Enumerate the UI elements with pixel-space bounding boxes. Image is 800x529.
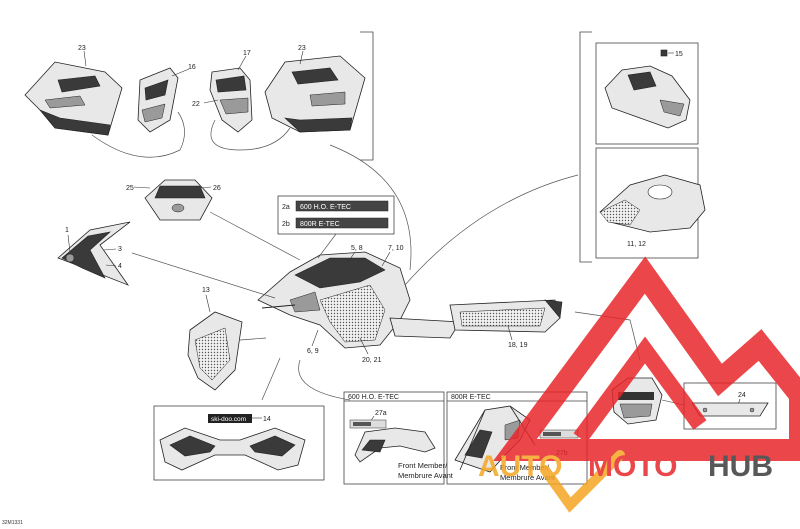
callout-1: 1 [65,227,69,234]
watermark-moto: MOTO [588,450,677,483]
callout-2b: 2b [282,221,290,228]
callout-14: 14 [263,416,271,423]
fastener-icon [660,49,668,57]
side-panel-left[interactable] [24,61,123,136]
watermark-logo: AUTO MOTO HUB [478,256,800,513]
rear-decal-box: 24 [683,382,777,430]
decal-group-side-panels: 23 16 17 23 22 [24,31,374,161]
decal-2a[interactable] [295,200,389,212]
decal-tunnel[interactable] [449,299,563,333]
diagram-id: 32M1331 [2,520,23,526]
decal-2a-text: 600 H.O. E-TEC [300,204,351,211]
callout-23a: 23 [78,45,86,52]
side-panel-front-left[interactable] [137,67,179,133]
callout-26: 26 [213,185,221,192]
console-lower[interactable] [599,174,706,233]
callout-13: 13 [202,287,210,294]
callout-4: 4 [118,263,122,270]
callout-25: 25 [126,185,134,192]
front-member-label-ho-1: Front Member/ [398,461,448,470]
side-panel-right[interactable] [264,55,366,133]
callout-17: 17 [243,50,251,57]
watermark-auto: AUTO [478,450,562,483]
windshield-part[interactable] [159,427,306,471]
callout-22: 22 [192,101,200,108]
model-decal-box: 2a 600 H.O. E-TEC 2b 800R E-TEC [277,195,395,235]
decal-lower-panel[interactable] [187,311,243,391]
callout-6-9: 6, 9 [307,348,319,355]
callout-20-21: 20, 21 [362,357,382,364]
callout-18-19: 18, 19 [508,342,528,349]
callout-27a: 27a [375,410,387,417]
callout-24: 24 [738,392,746,399]
callout-2a: 2a [282,204,290,211]
front-member-label-r-2: Membrure Avant [500,473,556,482]
connector-lines [131,144,641,401]
ho-etec-box: 600 H.O. E-TEC 27a Front Member/ Membrur… [343,391,454,485]
side-panel-front-right[interactable] [209,67,253,133]
windshield-decal-box: ski-doo.com 14 [153,405,325,481]
brand-decal-text: ski-doo.com [211,416,246,423]
callout-16: 16 [188,64,196,71]
callout-7-10: 7, 10 [388,245,404,252]
callout-11-12: 11, 12 [627,241,646,248]
callout-23b: 23 [298,45,306,52]
sled-body[interactable] [257,251,461,349]
decal-hood-front[interactable] [144,179,213,221]
front-member-label-ho-2: Membrure Avant [398,471,454,480]
decal-group-console: 15 11, 12 [579,31,706,263]
callout-5-8: 5, 8 [351,245,363,252]
console-upper[interactable] [604,65,691,129]
r-etec-header: 800R E-TEC [451,394,491,401]
brand-decal[interactable] [208,414,252,423]
decal-2b[interactable] [295,217,389,229]
decal-nose[interactable] [57,221,131,286]
front-member-label-r-1: Front Member/ [500,463,550,472]
decal-2b-text: 800R E-TEC [300,221,340,228]
callout-3: 3 [118,246,122,253]
ho-etec-header: 600 H.O. E-TEC [348,394,399,401]
callout-15: 15 [675,51,683,58]
front-member-ho[interactable] [354,427,436,463]
watermark-hub: HUB [708,450,773,483]
console-box-top [595,42,699,145]
